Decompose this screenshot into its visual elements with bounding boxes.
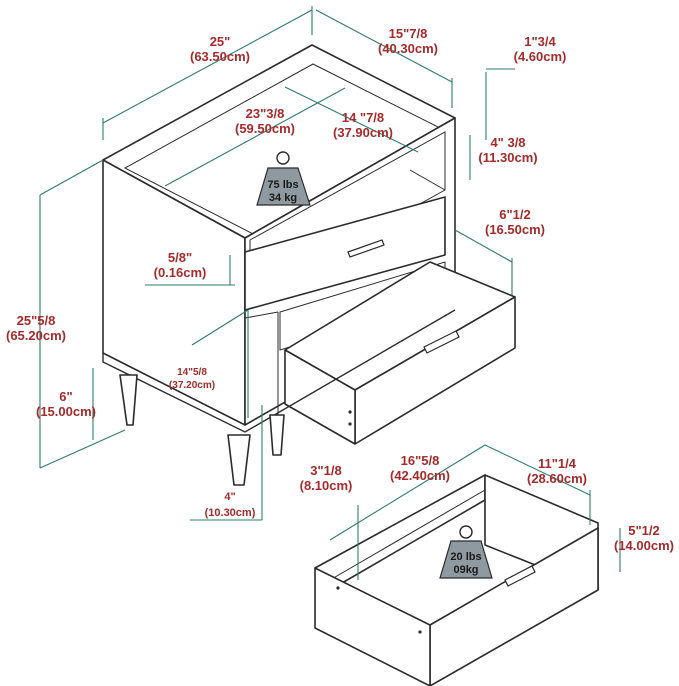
label-cabinet-height-cm: (65.20cm): [6, 328, 66, 343]
label-leg-height-in: 6": [59, 389, 72, 404]
label-cabinet-height-in: 25"5/8: [17, 313, 56, 328]
label-panel-in: 5/8": [168, 250, 192, 265]
label-inner-width-in: 23"3/8: [246, 106, 285, 121]
dimension-lines: [39, 6, 621, 580]
label-inner-width-cm: (59.50cm): [235, 121, 295, 136]
label-drawer-depth-cm: (28.60cm): [527, 471, 587, 486]
label-top-thickness-in: 1"3/4: [524, 34, 556, 49]
label-cabinet-width-in: 25": [210, 34, 231, 49]
label-drawer-width-in: 16"5/8: [401, 453, 440, 468]
label-leg-height-cm: (15.00cm): [36, 404, 96, 419]
label-inner-depth-cm: (37.90cm): [333, 125, 393, 140]
label-drawer-front-cm: (8.10cm): [300, 478, 353, 493]
label-inner-depth-in: 14 "7/8: [342, 110, 384, 125]
label-drawer-height-cm: (14.00cm): [614, 538, 674, 553]
cabinet-weight-lbs: 75 lbs: [267, 179, 298, 191]
label-shelf-height-in: 4" 3/8: [490, 135, 525, 150]
cabinet-weight-icon: 75 lbs 34 kg: [256, 151, 311, 206]
label-cabinet-depth-cm: (40.30cm): [378, 41, 438, 56]
label-drawer-depth-in: 11"1/4: [538, 456, 577, 471]
label-drawer-extension-in: 6"1/2: [499, 207, 530, 222]
label-cabinet-depth-in: 15"7/8: [389, 26, 428, 41]
dimension-labels: 25" (63.50cm) 15"7/8 (40.30cm) 1"3/4 (4.…: [6, 26, 674, 553]
drawer-weight-lbs: 20 lbs: [450, 551, 481, 563]
label-top-thickness-cm: (4.60cm): [514, 49, 567, 64]
label-shelf-height-cm: (11.30cm): [478, 150, 537, 165]
label-leg-width-cm: (10.30cm): [205, 507, 256, 519]
cabinet-weight-kg: 34 kg: [269, 192, 297, 204]
drawer-weight-icon: 20 lbs 09kg: [439, 525, 493, 579]
label-drawer-front-in: 3"1/8: [310, 463, 341, 478]
label-drawer-width-cm: (42.40cm): [390, 468, 450, 483]
cabinet-illustration: [102, 44, 516, 486]
label-open-height-cm: (37.20cm): [169, 380, 215, 391]
label-drawer-height-in: 5"1/2: [628, 523, 659, 538]
label-leg-width-in: 4": [224, 491, 235, 503]
drawer-weight-kg: 09kg: [453, 564, 478, 576]
label-panel-cm: (0.16cm): [154, 265, 207, 280]
label-cabinet-width-cm: (63.50cm): [190, 49, 250, 64]
label-drawer-extension-cm: (16.50cm): [485, 222, 545, 237]
label-open-height-in: 14"5/8: [177, 367, 207, 378]
